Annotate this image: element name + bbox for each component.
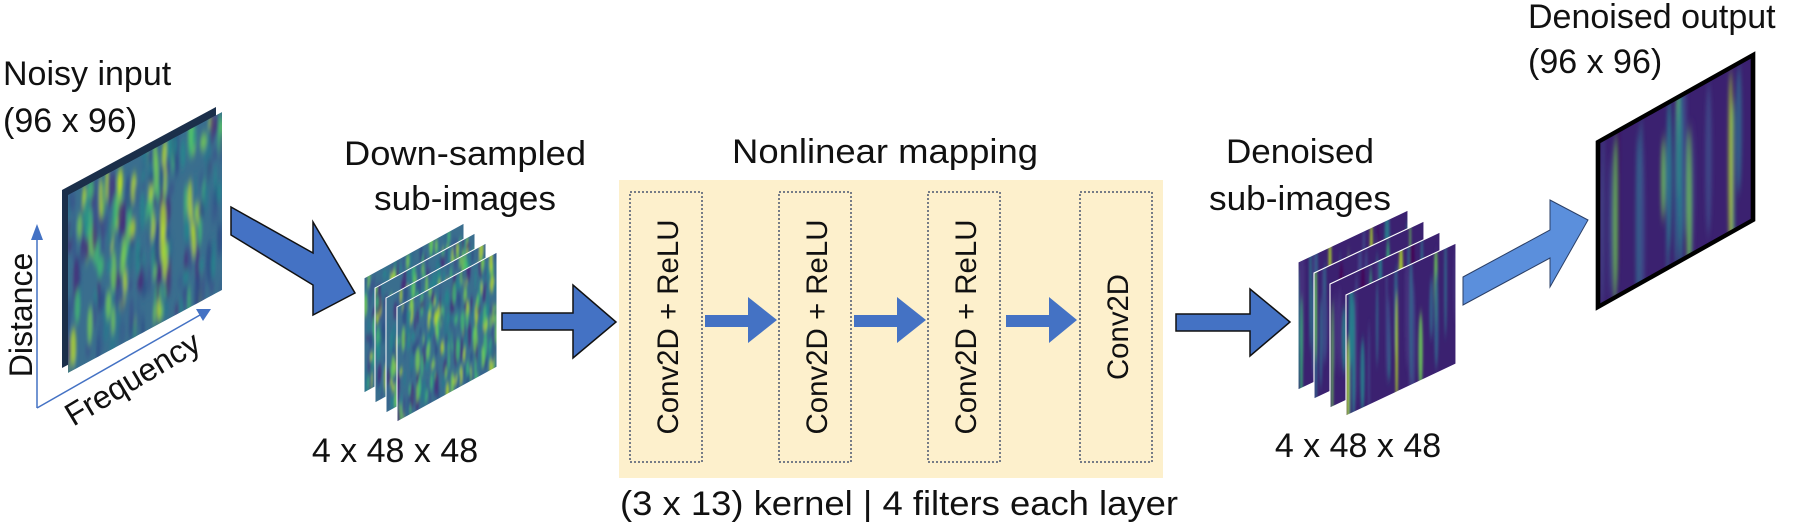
layer-3: Conv2D + ReLU	[927, 191, 1001, 463]
nonlinear-mapping-panel	[619, 180, 1163, 478]
output-title: Denoised output	[1528, 0, 1776, 36]
heatmap-texture	[68, 111, 222, 373]
downsampled-title-line2: sub-images	[374, 180, 556, 218]
input-size: (96 x 96)	[3, 102, 137, 140]
layer-arrow-icon	[854, 297, 926, 343]
into-mapping-arrow-icon	[501, 283, 618, 360]
downsample-arrow-icon	[230, 205, 357, 317]
denoised-stack	[1297, 209, 1457, 417]
downsampled-shape: 4 x 48 x 48	[312, 432, 478, 470]
downsampled-stack	[363, 222, 498, 423]
output-size: (96 x 96)	[1528, 43, 1662, 81]
heatmap-texture	[1345, 242, 1457, 417]
heatmap-texture	[1595, 51, 1756, 311]
layer-4: Conv2D	[1079, 191, 1153, 463]
frequency-axis-line	[36, 314, 201, 409]
layer-box	[629, 191, 703, 463]
layer-label: Conv2D	[1102, 274, 1135, 380]
distance-axis-arrowhead-icon	[31, 224, 43, 240]
noisy-input-heatmap	[62, 107, 222, 373]
out-of-mapping-arrow-icon	[1175, 287, 1292, 358]
layer-2: Conv2D + ReLU	[778, 191, 852, 463]
layer-label: Conv2D + ReLU	[801, 220, 834, 435]
denoised-sub-shape: 4 x 48 x 48	[1275, 427, 1441, 465]
mapping-title: Nonlinear mapping	[732, 133, 1038, 171]
layer-box	[927, 191, 1001, 463]
upsample-arrow-icon	[1462, 199, 1589, 306]
layer-box	[1079, 191, 1153, 463]
axes	[31, 224, 211, 409]
denoised-sub-title-line1: Denoised	[1226, 133, 1374, 171]
frequency-axis-arrowhead-icon	[196, 309, 211, 321]
layer-arrow-icon	[705, 297, 777, 343]
layer-label: Conv2D + ReLU	[652, 220, 685, 435]
denoised-sub-title-line2: sub-images	[1209, 180, 1391, 218]
denoised-output-heatmap	[1595, 51, 1756, 311]
layer-box	[778, 191, 852, 463]
layer-arrow-icon	[1006, 297, 1077, 343]
layer-1: Conv2D + ReLU	[629, 191, 703, 463]
distance-axis-label: Distance	[3, 253, 39, 378]
input-title: Noisy input	[3, 55, 172, 93]
heatmap-texture	[396, 251, 498, 423]
layer-label: Conv2D + ReLU	[950, 220, 983, 435]
downsampled-title-line1: Down-sampled	[344, 135, 586, 173]
mapping-caption: (3 x 13) kernel | 4 filters each layer	[620, 485, 1178, 523]
